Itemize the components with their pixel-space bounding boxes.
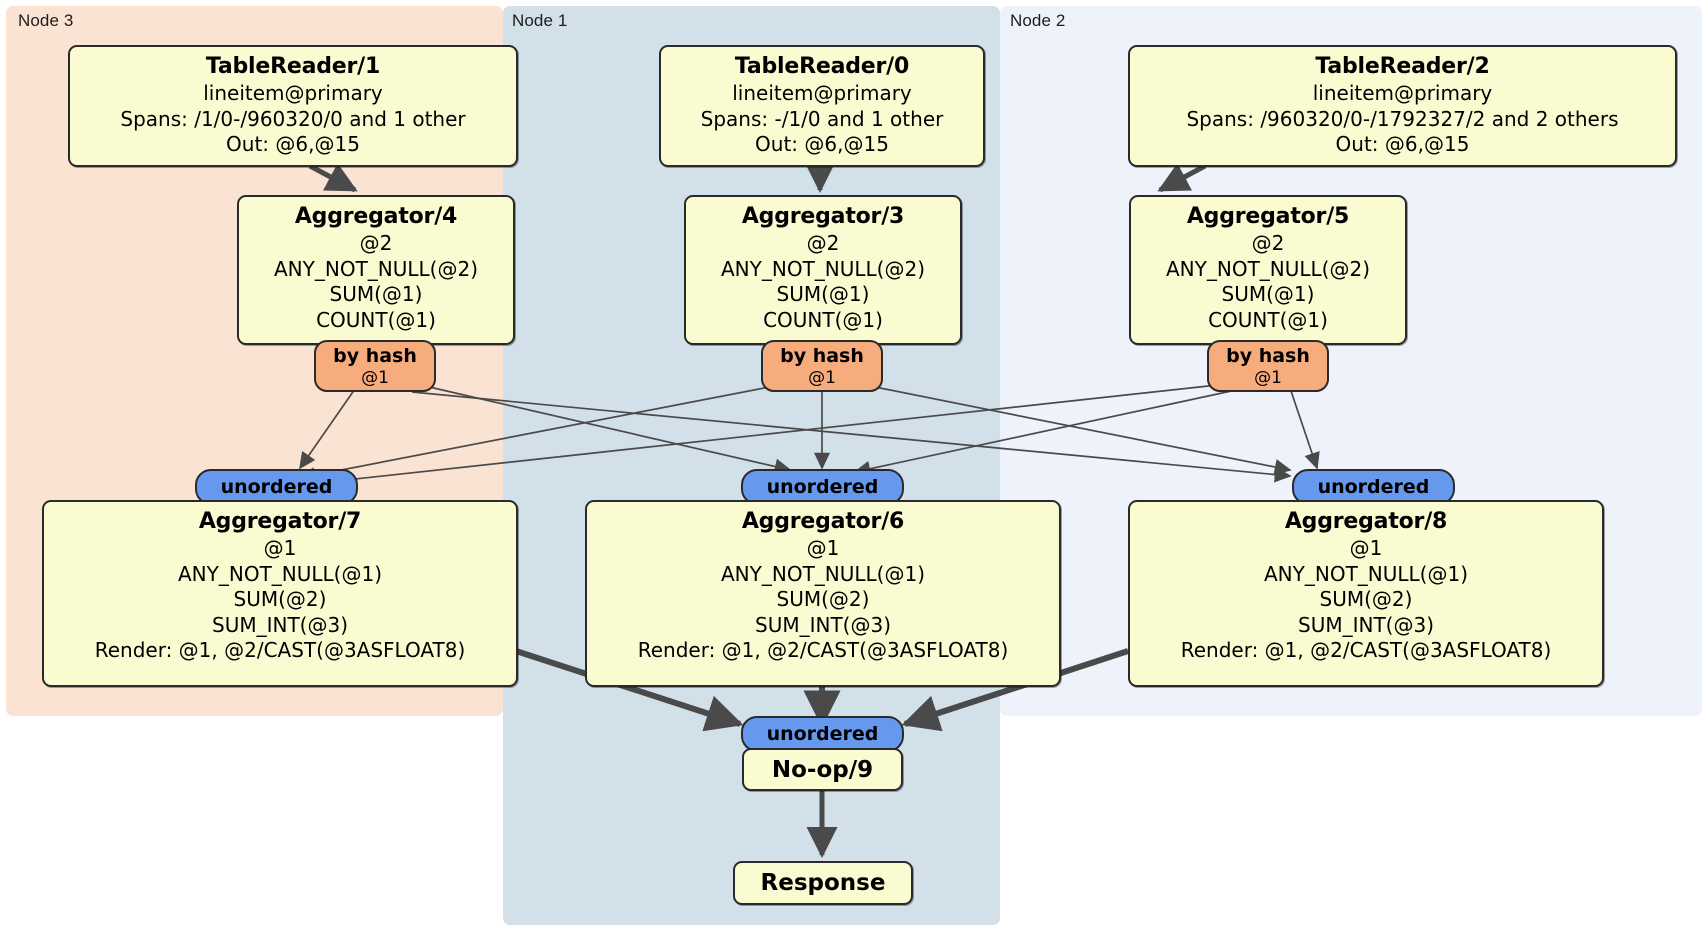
input-sync-unordered-left[interactable]: unordered [195,469,358,505]
panel-node1-label: Node 1 [512,11,568,30]
processor-line: SUM(@1) [776,282,870,306]
processor-title: TableReader/2 [1315,54,1490,79]
processor-title: Aggregator/3 [741,204,905,229]
processor-line: COUNT(@1) [1208,307,1328,332]
processor-title: Aggregator/8 [1284,509,1448,534]
processor-line: Render: @1, @2/CAST(@3ASFLOAT8) [1180,638,1552,662]
processor-aggregator-8[interactable]: Aggregator/8 @1 ANY_NOT_NULL(@1) SUM(@2)… [1128,500,1604,687]
processor-line: Out: @6,@15 [755,132,889,156]
processor-no-op-9[interactable]: No-op/9 [742,748,903,791]
processor-line: lineitem@primary [1312,81,1493,105]
processor-line: ANY_NOT_NULL(@2) [274,256,478,281]
processor-line: ANY_NOT_NULL(@2) [1166,256,1370,281]
processor-line: Out: @6,@15 [226,132,360,156]
processor-line: SUM_INT(@3) [1298,612,1434,637]
processor-line: @1 [806,536,840,560]
router-type-label: by hash [333,345,417,367]
processor-line: COUNT(@1) [316,307,436,332]
processor-title: Aggregator/5 [1186,204,1350,229]
processor-aggregator-5[interactable]: Aggregator/5 @2 ANY_NOT_NULL(@2) SUM(@1)… [1129,195,1407,345]
output-router-by-hash-center[interactable]: by hash @1 [761,340,883,392]
processor-line: SUM(@1) [329,282,423,306]
processor-aggregator-6[interactable]: Aggregator/6 @1 ANY_NOT_NULL(@1) SUM(@2)… [585,500,1061,687]
processor-line: SUM(@1) [1221,282,1315,306]
processor-line: COUNT(@1) [763,307,883,332]
processor-response[interactable]: Response [733,861,913,905]
processor-title: TableReader/0 [734,54,910,79]
output-router-by-hash-left[interactable]: by hash @1 [314,340,436,392]
processor-line: Spans: /1/0-/960320/0 and 1 other [120,106,466,131]
processor-line: Render: @1, @2/CAST(@3ASFLOAT8) [637,638,1009,662]
processor-line: ANY_NOT_NULL(@2) [721,256,925,281]
processor-title: Aggregator/7 [198,509,362,534]
processor-line: @2 [806,231,840,255]
processor-line: @2 [1251,231,1285,255]
router-column-label: @1 [361,368,389,388]
processor-aggregator-7[interactable]: Aggregator/7 @1 ANY_NOT_NULL(@1) SUM(@2)… [42,500,518,687]
processor-line: SUM(@2) [776,587,870,611]
input-sync-unordered-final[interactable]: unordered [741,716,904,752]
processor-line: SUM_INT(@3) [212,612,348,637]
processor-aggregator-3[interactable]: Aggregator/3 @2 ANY_NOT_NULL(@2) SUM(@1)… [684,195,962,345]
router-column-label: @1 [1254,368,1282,388]
processor-line: ANY_NOT_NULL(@1) [721,561,925,586]
processor-line: @1 [263,536,297,560]
input-sync-unordered-center[interactable]: unordered [741,469,904,505]
router-column-label: @1 [808,368,836,388]
processor-line: Spans: -/1/0 and 1 other [700,106,944,131]
processor-line: @2 [359,231,393,255]
processor-line: lineitem@primary [732,81,912,105]
processor-line: Spans: /960320/0-/1792327/2 and 2 others [1186,106,1619,131]
processor-line: @1 [1349,536,1383,560]
router-type-label: by hash [1226,345,1310,367]
processor-aggregator-4[interactable]: Aggregator/4 @2 ANY_NOT_NULL(@2) SUM(@1)… [237,195,515,345]
processor-line: ANY_NOT_NULL(@1) [178,561,382,586]
processor-line: SUM_INT(@3) [755,612,891,637]
processor-line: Out: @6,@15 [1335,132,1470,156]
router-type-label: by hash [780,345,864,367]
processor-line: Render: @1, @2/CAST(@3ASFLOAT8) [94,638,466,662]
processor-line: ANY_NOT_NULL(@1) [1264,561,1468,586]
output-router-by-hash-right[interactable]: by hash @1 [1207,340,1329,392]
processor-line: SUM(@2) [233,587,327,611]
processor-title: TableReader/1 [205,54,381,79]
processor-title: Aggregator/4 [294,204,458,229]
processor-line: SUM(@2) [1319,587,1413,611]
processor-tablereader-0[interactable]: TableReader/0 lineitem@primary Spans: -/… [659,45,985,167]
processor-title: Aggregator/6 [741,509,905,534]
processor-tablereader-2[interactable]: TableReader/2 lineitem@primary Spans: /9… [1128,45,1677,167]
processor-line: lineitem@primary [203,81,383,105]
panel-node2-label: Node 2 [1010,11,1066,30]
processor-tablereader-1[interactable]: TableReader/1 lineitem@primary Spans: /1… [68,45,518,167]
panel-node3-label: Node 3 [18,11,74,30]
